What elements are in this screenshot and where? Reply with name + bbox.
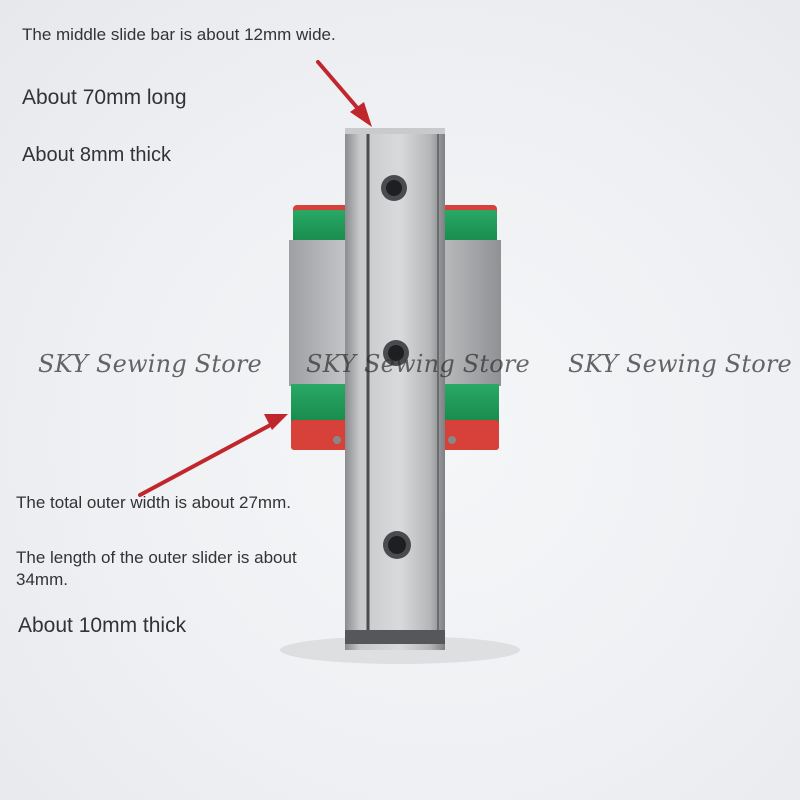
rail-top-edge (345, 128, 445, 134)
middle-bar-width-label: The middle slide bar is about 12mm wide. (22, 25, 336, 44)
arrow-bottom (138, 414, 288, 497)
slider-length-label: The length of the outer slider is about … (16, 548, 297, 589)
bar-thickness-label: About 8mm thick (22, 144, 171, 166)
rail-bottom-edge (345, 630, 445, 644)
slider-thickness-label: About 10mm thick (18, 614, 187, 637)
arrow-top (316, 60, 372, 127)
grease-nipple-left (333, 436, 341, 444)
watermark-left: SKY Sewing Store (38, 350, 262, 378)
rail (345, 128, 445, 650)
grease-nipple-right (448, 436, 456, 444)
watermark-center: SKY Sewing Store (306, 350, 530, 378)
bar-length-label: About 70mm long (22, 86, 187, 109)
rail-body (345, 130, 445, 650)
watermark-right: SKY Sewing Store (568, 350, 792, 378)
outer-width-label: The total outer width is about 27mm. (16, 493, 291, 512)
